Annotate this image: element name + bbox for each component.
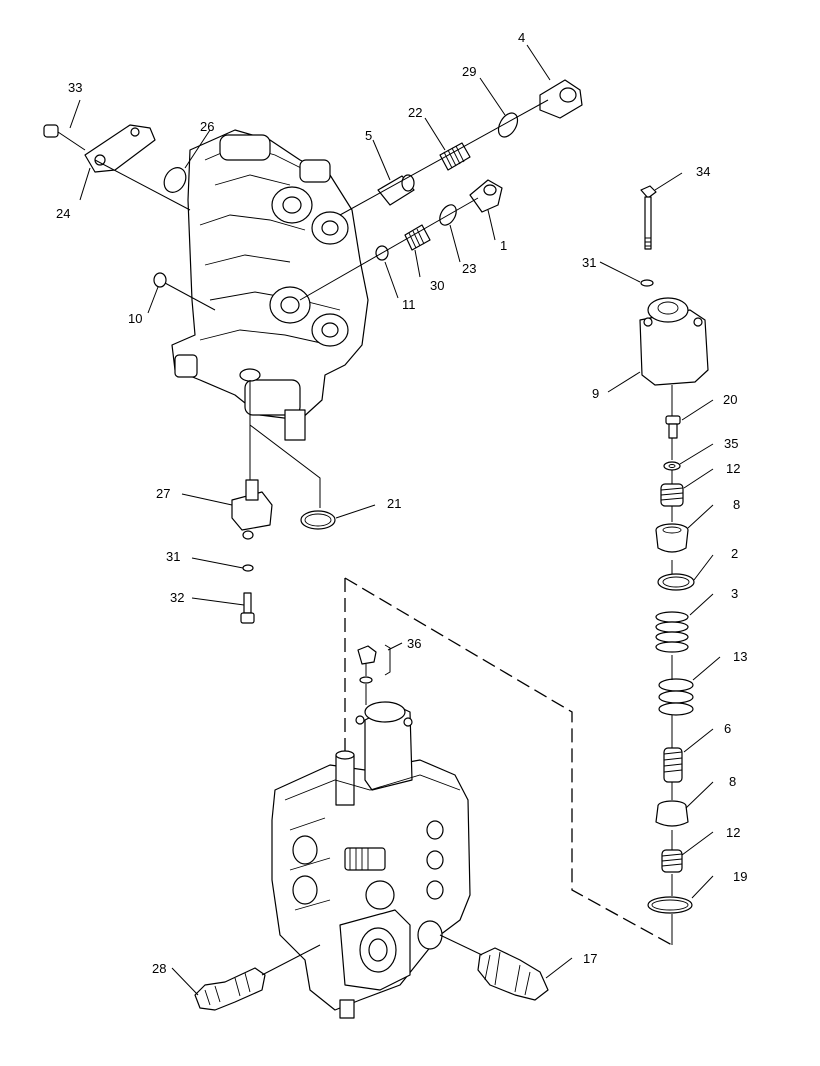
dashed-connection-line	[344, 577, 673, 946]
callout-leaders	[69, 44, 721, 996]
housing-9	[639, 297, 709, 386]
callout-13: 13	[733, 649, 747, 664]
callout-5: 5	[365, 128, 372, 143]
callout-6: 6	[724, 721, 731, 736]
spring-12-upper	[660, 483, 684, 507]
spring-13	[658, 678, 694, 716]
callout-26: 26	[200, 119, 214, 134]
o-ring-19	[647, 896, 693, 914]
callout-31-right: 31	[582, 255, 596, 270]
callout-1: 1	[500, 238, 507, 253]
callout-21: 21	[387, 496, 401, 511]
callout-4: 4	[518, 30, 525, 45]
valve-17	[439, 934, 549, 1001]
callout-3: 3	[731, 586, 738, 601]
ring-2	[657, 573, 695, 591]
callout-27: 27	[156, 486, 170, 501]
sleeve-5	[377, 174, 415, 206]
callout-28: 28	[152, 961, 166, 976]
axis-line-upper	[339, 99, 549, 216]
bolt-32	[240, 592, 255, 624]
callout-22: 22	[408, 105, 422, 120]
callout-24: 24	[56, 206, 70, 221]
callout-12-lower: 12	[726, 825, 740, 840]
callout-23: 23	[462, 261, 476, 276]
bolt-33	[43, 124, 86, 151]
spring-22	[439, 142, 471, 171]
callout-30: 30	[430, 278, 444, 293]
spring-6	[663, 747, 683, 783]
axis-line-lower	[299, 197, 479, 301]
seat-8-lower	[655, 800, 689, 827]
axis-line-21	[249, 424, 321, 508]
bolt-34	[640, 185, 657, 250]
callout-9: 9	[592, 386, 599, 401]
spring-3	[655, 611, 689, 653]
callout-31-left: 31	[166, 549, 180, 564]
callout-35: 35	[724, 436, 738, 451]
cap-4	[539, 79, 583, 119]
lower-valve-body	[271, 701, 471, 1019]
washer-31-left	[242, 564, 254, 572]
o-ring-21	[300, 510, 336, 530]
seat-8-upper	[655, 523, 689, 553]
callout-36: 36	[407, 636, 421, 651]
plug-36	[357, 644, 391, 705]
plug-10	[153, 272, 216, 311]
callout-10: 10	[128, 311, 142, 326]
callout-29: 29	[462, 64, 476, 79]
callout-33: 33	[68, 80, 82, 95]
cover-27	[231, 479, 273, 540]
callout-8-upper: 8	[733, 497, 740, 512]
cover-plate-24	[84, 124, 191, 211]
upper-valve-body	[171, 129, 369, 441]
callout-34: 34	[696, 164, 710, 179]
callout-20: 20	[723, 392, 737, 407]
o-ring-29	[497, 112, 519, 138]
o-ring-26	[163, 167, 187, 193]
valve-28	[194, 944, 321, 1011]
callout-11: 11	[402, 297, 416, 312]
spring-12-lower	[661, 849, 683, 873]
callout-32: 32	[170, 590, 184, 605]
callout-8-lower: 8	[729, 774, 736, 789]
screw-20	[665, 415, 681, 439]
washer-31-right	[640, 279, 654, 287]
washer-35	[663, 461, 681, 471]
callout-12-upper: 12	[726, 461, 740, 476]
callout-2: 2	[731, 546, 738, 561]
spring-30	[404, 224, 431, 251]
callout-17: 17	[583, 951, 597, 966]
plug-1	[469, 179, 503, 213]
callout-19: 19	[733, 869, 747, 884]
callout-labels: 1 2 3 4 5 6 8 8 9 10 11 12 12 13 17 19 2…	[56, 30, 747, 976]
